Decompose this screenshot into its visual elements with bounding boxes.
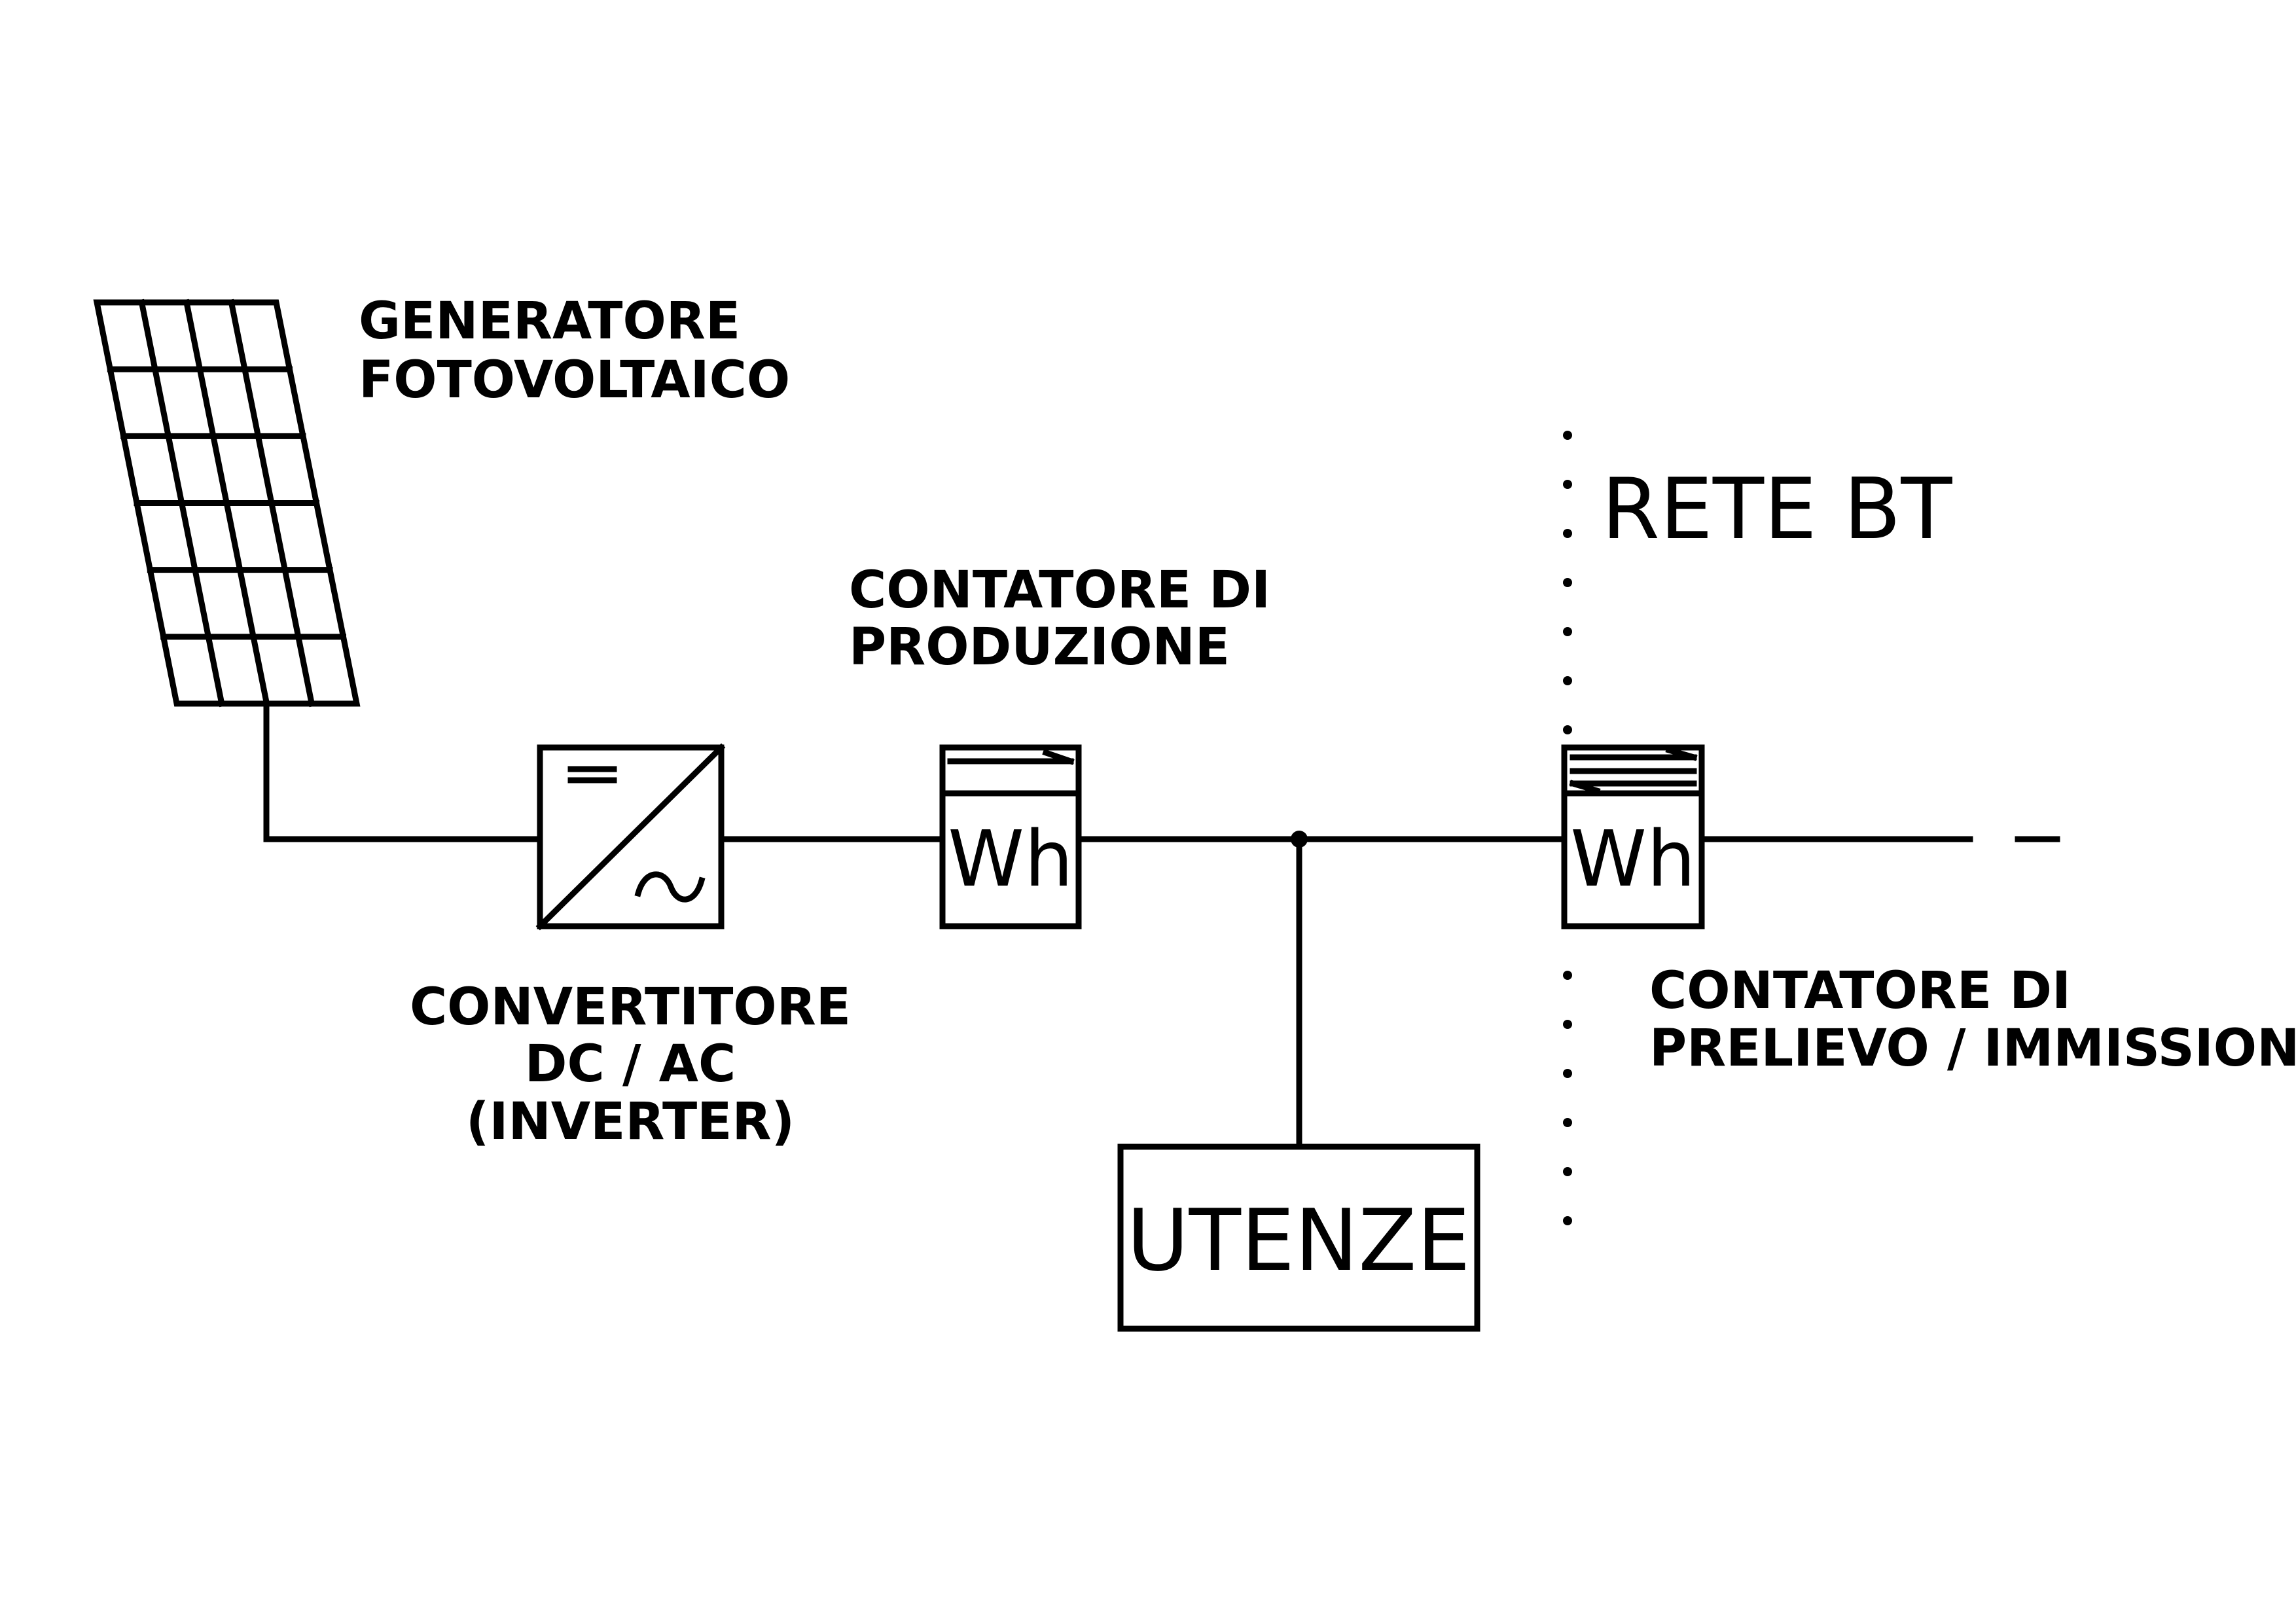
boundary-dot <box>1563 431 1572 440</box>
boundary-dot <box>1563 578 1572 587</box>
boundary-dot <box>1563 529 1572 538</box>
exchange-meter-unit: Wh <box>1570 814 1695 904</box>
production-meter-label-line2: PRODUZIONE <box>849 618 1230 677</box>
exchange-meter-label-line1: CONTATORE DI <box>1649 962 2071 1020</box>
sine-wave-icon <box>634 871 706 903</box>
converter-label-line1: CONVERTITORE <box>410 978 851 1037</box>
converter-label-line2: DC / AC <box>525 1035 736 1094</box>
generator-label-line1: GENERATORE <box>359 292 740 351</box>
generator-label-line2: FOTOVOLTAICO <box>359 351 790 410</box>
boundary-dot <box>1563 480 1572 489</box>
grid-boundary-line <box>1563 431 1572 1225</box>
converter-label-line3: (INVERTER) <box>466 1092 795 1151</box>
boundary-dot <box>1563 1020 1572 1029</box>
exchange-meter-label-line2: PRELIEVO / IMMISSIONE <box>1649 1019 2296 1078</box>
boundary-dot <box>1563 1167 1572 1176</box>
loads-box: UTENZE <box>1117 1143 1480 1332</box>
production-meter-label-line1: CONTATORE DI <box>849 561 1270 620</box>
production-meter-unit: Wh <box>948 814 1073 904</box>
wiring <box>263 700 2060 1150</box>
exchange-meter-label: CONTATORE DI PRELIEVO / IMMISSIONE <box>1649 962 2296 1078</box>
inverter-symbol <box>535 743 726 931</box>
production-meter: Wh <box>939 744 1082 929</box>
boundary-dot <box>1563 627 1572 636</box>
grid-label: RETE BT <box>1602 461 1952 558</box>
converter-label: CONVERTITORE DC / AC (INVERTER) <box>410 978 851 1151</box>
junction-dot <box>1291 831 1308 848</box>
boundary-dot <box>1563 1069 1572 1078</box>
generator-label: GENERATORE FOTOVOLTAICO <box>359 292 790 410</box>
pv-panel-icon <box>93 298 361 708</box>
boundary-dot <box>1563 971 1572 980</box>
exchange-meter: Wh <box>1561 744 1705 929</box>
boundary-dot <box>1563 725 1572 734</box>
production-meter-label: CONTATORE DI PRODUZIONE <box>849 561 1270 677</box>
boundary-dot <box>1563 1118 1572 1127</box>
loads-label: UTENZE <box>1126 1191 1470 1290</box>
boundary-dot <box>1563 1216 1572 1225</box>
boundary-dot <box>1563 676 1572 685</box>
